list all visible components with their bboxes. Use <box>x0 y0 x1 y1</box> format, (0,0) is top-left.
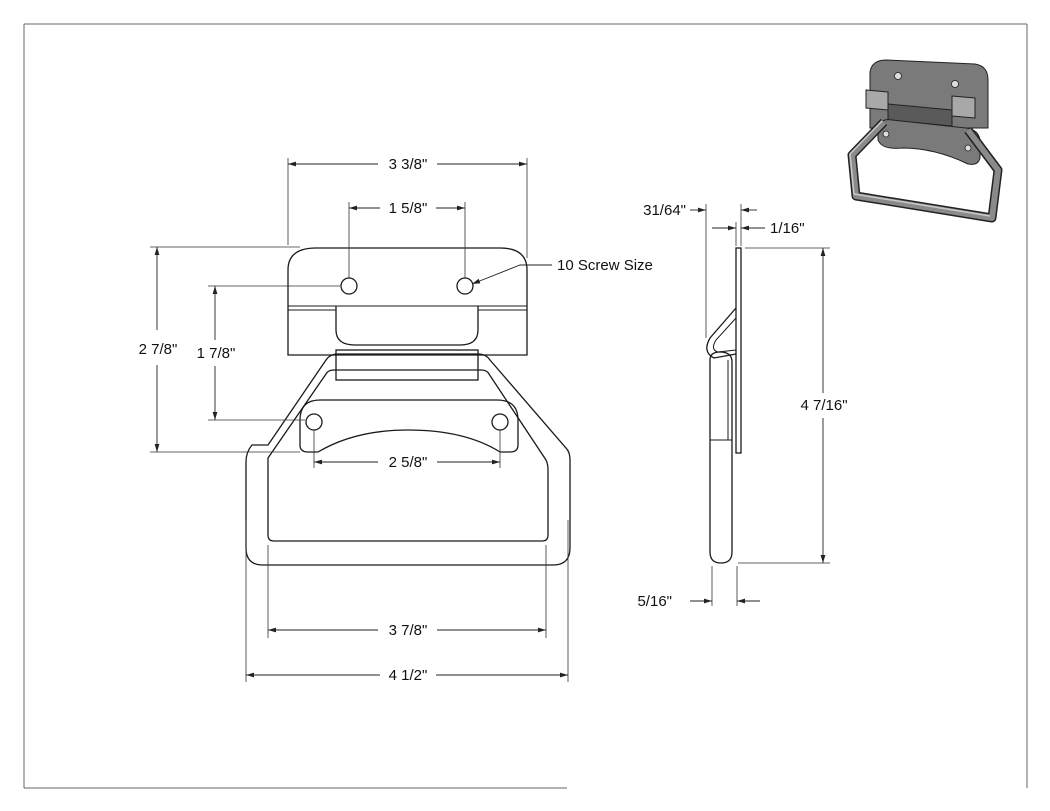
dim-bar-diameter: 5/16" <box>637 593 672 610</box>
handle-inner <box>267 369 549 542</box>
bottom-left-hole <box>305 413 323 431</box>
side-hinge <box>706 307 737 359</box>
dim-overall-plate-width: 3 3/8" <box>389 156 428 173</box>
handle-outer <box>245 353 571 566</box>
side-view: 31/64" 1/16" 4 7/16" 5/16" <box>637 202 847 610</box>
dim-bottom-hole-spacing: 2 5/8" <box>389 454 428 471</box>
plate-notch <box>335 306 479 346</box>
lower-flap <box>299 399 519 453</box>
front-view: 3 3/8" 1 5/8" 10 Screw Size 2 7/8" 1 7/8… <box>139 156 653 684</box>
top-right-hole <box>456 277 474 295</box>
screw-size-callout: 10 Screw Size <box>557 257 653 274</box>
sheet-frame <box>23 23 1028 789</box>
dim-overall-height: 4 7/16" <box>800 397 847 414</box>
dim-side-offset: 31/64" <box>643 202 686 219</box>
side-handle-bar <box>709 351 733 564</box>
dim-plate-thickness: 1/16" <box>770 220 805 237</box>
mounting-plate <box>287 247 528 356</box>
dim-top-hole-spacing: 1 5/8" <box>389 200 428 217</box>
isometric-render <box>847 59 1003 223</box>
dim-handle-inner-width: 3 7/8" <box>389 622 428 639</box>
top-left-hole <box>340 277 358 295</box>
side-plate <box>735 247 742 454</box>
dim-plate-height: 2 7/8" <box>139 341 178 358</box>
dim-hole-vertical-spacing: 1 7/8" <box>197 345 236 362</box>
hinge-barrel <box>335 349 479 381</box>
bottom-right-hole <box>491 413 509 431</box>
dim-handle-outer-width: 4 1/2" <box>389 667 428 684</box>
